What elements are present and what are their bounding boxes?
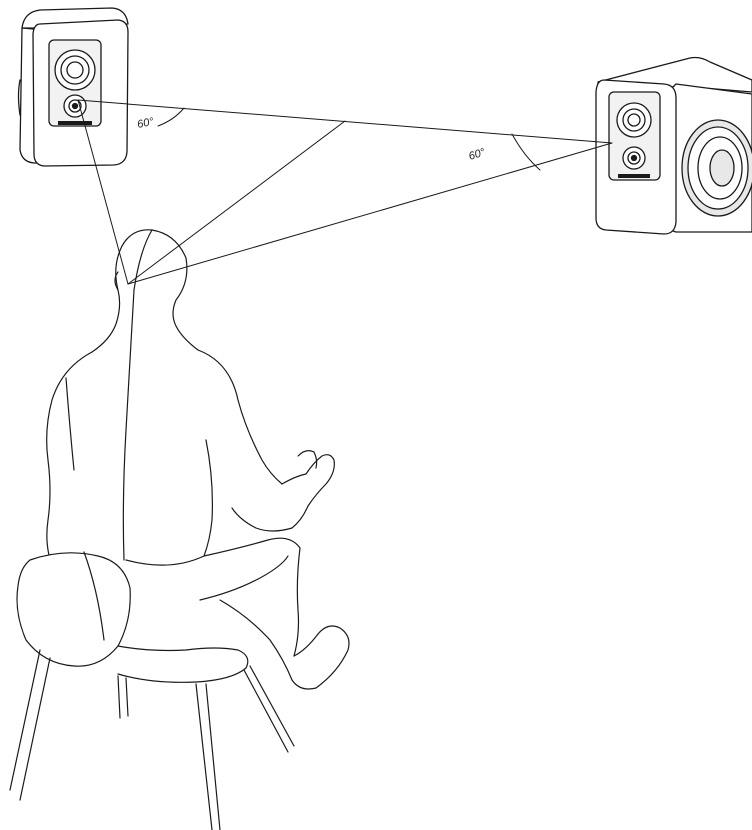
listener-figure — [46, 229, 350, 690]
angle-arc-left — [157, 107, 185, 127]
speaker-left-icon — [17, 7, 129, 167]
angle-arc-right — [511, 133, 541, 171]
angle-label-right: 60° — [467, 146, 487, 163]
listening-triangle — [77, 99, 613, 285]
center-line — [127, 120, 346, 285]
left-speaker-to-listener-line — [77, 99, 129, 285]
right-speaker-to-listener-line — [127, 142, 613, 285]
chair-icon — [9, 551, 295, 830]
angle-label-left: 60° — [136, 116, 155, 131]
speaker-right-icon — [595, 56, 752, 235]
